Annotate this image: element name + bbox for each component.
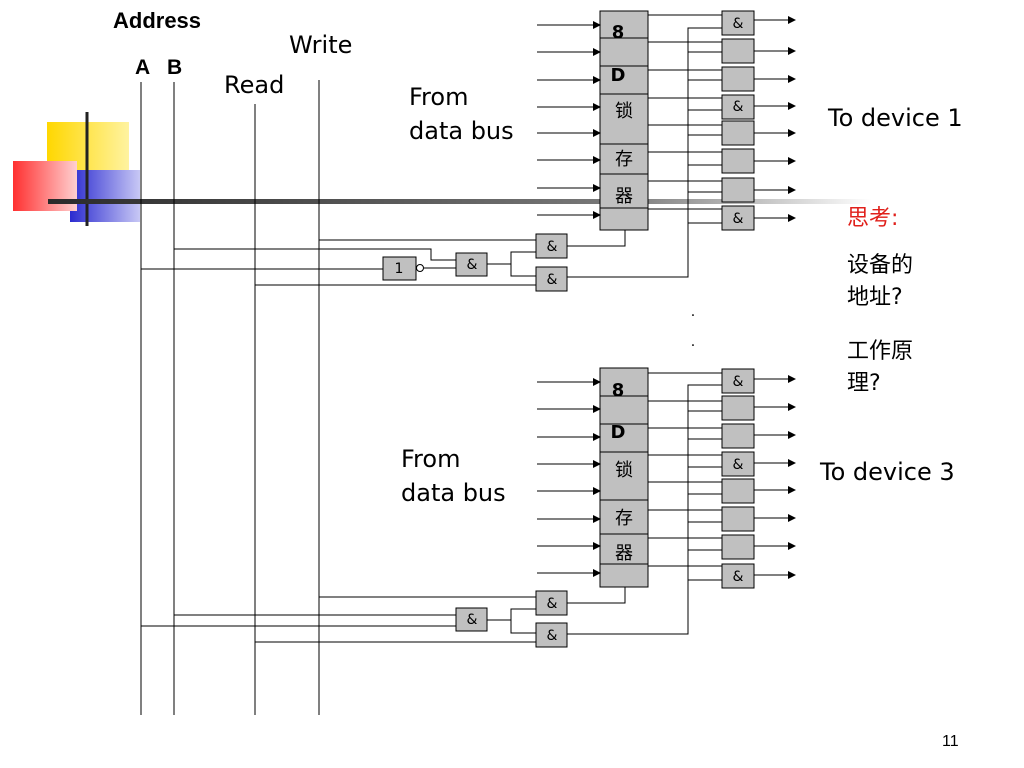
page-number: 11 bbox=[942, 733, 959, 750]
data-bus-text: data bus bbox=[409, 117, 514, 145]
to-device-1-label: To device 1 bbox=[828, 104, 963, 132]
latch-label: D bbox=[611, 422, 626, 443]
question-line: 地址? bbox=[847, 285, 903, 310]
from-data-bus-label-1: From data bus bbox=[409, 80, 514, 148]
gate-symbol: & bbox=[467, 612, 478, 628]
latch-label: 锁 bbox=[615, 101, 633, 122]
gate-symbol: & bbox=[733, 16, 744, 32]
gate-symbol: & bbox=[733, 457, 744, 473]
from-text: From bbox=[409, 83, 469, 111]
latch-1 bbox=[599, 10, 649, 231]
question-line: 工作原 bbox=[847, 339, 914, 364]
latch-label: 器 bbox=[615, 543, 633, 564]
read-label: Read bbox=[224, 71, 285, 99]
gate-symbol: & bbox=[733, 374, 744, 390]
device-1-outputs bbox=[754, 16, 796, 222]
question-line: 理? bbox=[847, 371, 881, 396]
output-gates-1 bbox=[721, 10, 755, 231]
question-principle: 工作原 理? bbox=[847, 336, 913, 400]
data-bus-inputs-3 bbox=[537, 378, 601, 577]
and-gate-addr-1 bbox=[455, 252, 488, 277]
and-gate-read-3 bbox=[535, 622, 568, 648]
from-data-bus-label-3: From data bus bbox=[401, 442, 506, 510]
gate-symbol: & bbox=[733, 211, 744, 227]
gate-symbol: & bbox=[733, 99, 744, 115]
decode-logic-3 bbox=[141, 587, 626, 643]
and-gate-write-3 bbox=[535, 590, 568, 616]
and-gate-addr-3 bbox=[455, 607, 488, 632]
data-bus-text: data bus bbox=[401, 479, 506, 507]
latch-label: 器 bbox=[615, 186, 633, 207]
ellipsis-dot: · bbox=[691, 338, 695, 354]
latch-3 bbox=[599, 367, 649, 588]
ellipsis-dot: · bbox=[691, 308, 695, 324]
from-text: From bbox=[401, 445, 461, 473]
gate-symbol: & bbox=[547, 596, 558, 612]
latch-label: D bbox=[611, 65, 626, 86]
data-bus-inputs-1 bbox=[537, 21, 601, 219]
latch-outputs-1 bbox=[567, 14, 722, 278]
not-gate-1 bbox=[382, 256, 417, 281]
and-gate-read-1 bbox=[535, 266, 568, 292]
line-b-label: B bbox=[167, 56, 183, 79]
latch-label: 8 bbox=[612, 380, 625, 401]
latch-outputs-3 bbox=[567, 372, 722, 635]
question-line: 设备的 bbox=[847, 253, 914, 278]
write-label: Write bbox=[289, 31, 353, 59]
latch-label: 锁 bbox=[615, 460, 633, 481]
think-title: 思考: bbox=[847, 206, 899, 231]
gate-symbol: & bbox=[547, 239, 558, 255]
address-label: Address bbox=[113, 8, 202, 33]
gate-symbol: & bbox=[467, 257, 478, 273]
question-address: 设备的 地址? bbox=[847, 250, 913, 314]
line-a-label: A bbox=[135, 56, 151, 79]
gate-symbol: & bbox=[547, 628, 558, 644]
gate-symbol: & bbox=[547, 272, 558, 288]
decode-logic-1 bbox=[141, 230, 626, 286]
latch-label: 存 bbox=[615, 149, 633, 170]
latch-label: 8 bbox=[612, 22, 625, 43]
device-3-outputs bbox=[754, 375, 796, 579]
gate-symbol: 1 bbox=[395, 261, 404, 277]
gate-symbol: & bbox=[733, 569, 744, 585]
to-device-3-label: To device 3 bbox=[820, 458, 955, 486]
latch-label: 存 bbox=[615, 508, 633, 529]
output-gates-3 bbox=[721, 368, 755, 589]
and-gate-write-1 bbox=[535, 233, 568, 259]
